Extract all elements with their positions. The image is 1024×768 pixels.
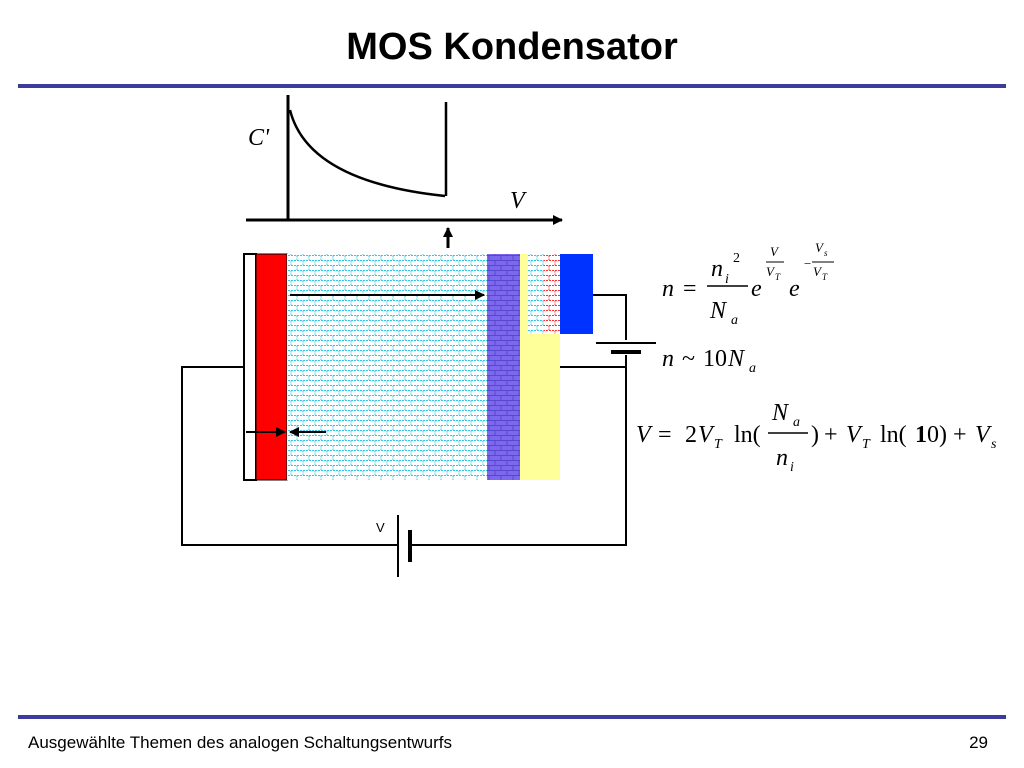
svg-text:V: V <box>766 264 776 279</box>
svg-text:V: V <box>846 422 863 448</box>
svg-text:i: i <box>790 460 794 475</box>
svg-text:1: 1 <box>915 422 927 448</box>
gate-red-layer <box>255 253 288 481</box>
slide-title: MOS Kondensator <box>346 26 678 68</box>
svg-text:+: + <box>953 422 967 448</box>
svg-text:T: T <box>714 437 723 452</box>
inversion-layer <box>520 334 560 480</box>
svg-text:=: = <box>683 276 697 302</box>
wire-left <box>181 366 398 546</box>
svg-text:): ) <box>811 422 819 448</box>
svg-text:V: V <box>770 244 780 259</box>
svg-text:V: V <box>975 422 992 448</box>
svg-text:T: T <box>822 272 828 282</box>
plot-y-label: C' <box>248 125 270 151</box>
equation-2: n ~ 10 N a <box>662 346 756 376</box>
svg-text:e: e <box>789 276 800 302</box>
page-number: 29 <box>969 733 988 752</box>
svg-text:a: a <box>793 415 800 430</box>
circuit: V <box>181 294 656 577</box>
substrate-cyan <box>528 254 544 334</box>
plot-x-label: V <box>510 188 527 214</box>
wire-right <box>410 366 627 546</box>
svg-text:n: n <box>662 346 674 372</box>
svg-text:n: n <box>776 445 788 471</box>
svg-text:s: s <box>824 248 828 258</box>
svg-text:a: a <box>731 313 738 328</box>
svg-text:n: n <box>711 256 723 282</box>
svg-text:T: T <box>862 437 871 452</box>
svg-text:n: n <box>662 276 674 302</box>
capacitance-curve <box>288 109 446 198</box>
svg-text:a: a <box>749 361 756 376</box>
footer-divider <box>18 715 1006 719</box>
equation-3: V = 2 V T ln( N a n i ) + V T ln( 1 0) +… <box>636 400 997 475</box>
title-divider <box>18 84 1006 88</box>
svg-text:2: 2 <box>685 422 697 448</box>
svg-text:s: s <box>991 437 997 452</box>
svg-text:V: V <box>636 422 653 448</box>
inversion-thin <box>520 254 528 334</box>
contact-layer <box>560 254 593 334</box>
svg-text:ln(: ln( <box>734 422 761 448</box>
mos-structure <box>243 253 593 481</box>
equation-1: n = n i 2 N a e V V T e − V s V T <box>662 240 834 328</box>
svg-text:i: i <box>725 272 729 287</box>
svg-text:T: T <box>775 272 781 282</box>
svg-text:+: + <box>824 422 838 448</box>
svg-text:0): 0) <box>927 422 947 448</box>
wire-contact <box>593 294 627 340</box>
battery-label: V <box>376 520 385 535</box>
svg-text:−: − <box>804 256 811 271</box>
svg-text:V: V <box>698 422 715 448</box>
cv-plot: C' V <box>246 95 563 248</box>
svg-text:10: 10 <box>703 346 727 372</box>
svg-text:N: N <box>771 400 790 426</box>
svg-text:V: V <box>813 264 823 279</box>
svg-text:=: = <box>658 422 672 448</box>
svg-text:V: V <box>815 240 825 255</box>
oxide-layer <box>287 254 487 480</box>
depletion-layer <box>487 254 520 480</box>
footer-course-title: Ausgewählte Themen des analogen Schaltun… <box>28 733 453 752</box>
gate-plate <box>243 253 257 481</box>
svg-text:2: 2 <box>733 251 740 266</box>
svg-text:ln(: ln( <box>880 422 907 448</box>
svg-text:e: e <box>751 276 762 302</box>
substrate-red <box>544 254 560 334</box>
svg-text:N: N <box>727 346 746 372</box>
svg-text:~: ~ <box>682 346 695 372</box>
svg-text:N: N <box>709 298 728 324</box>
